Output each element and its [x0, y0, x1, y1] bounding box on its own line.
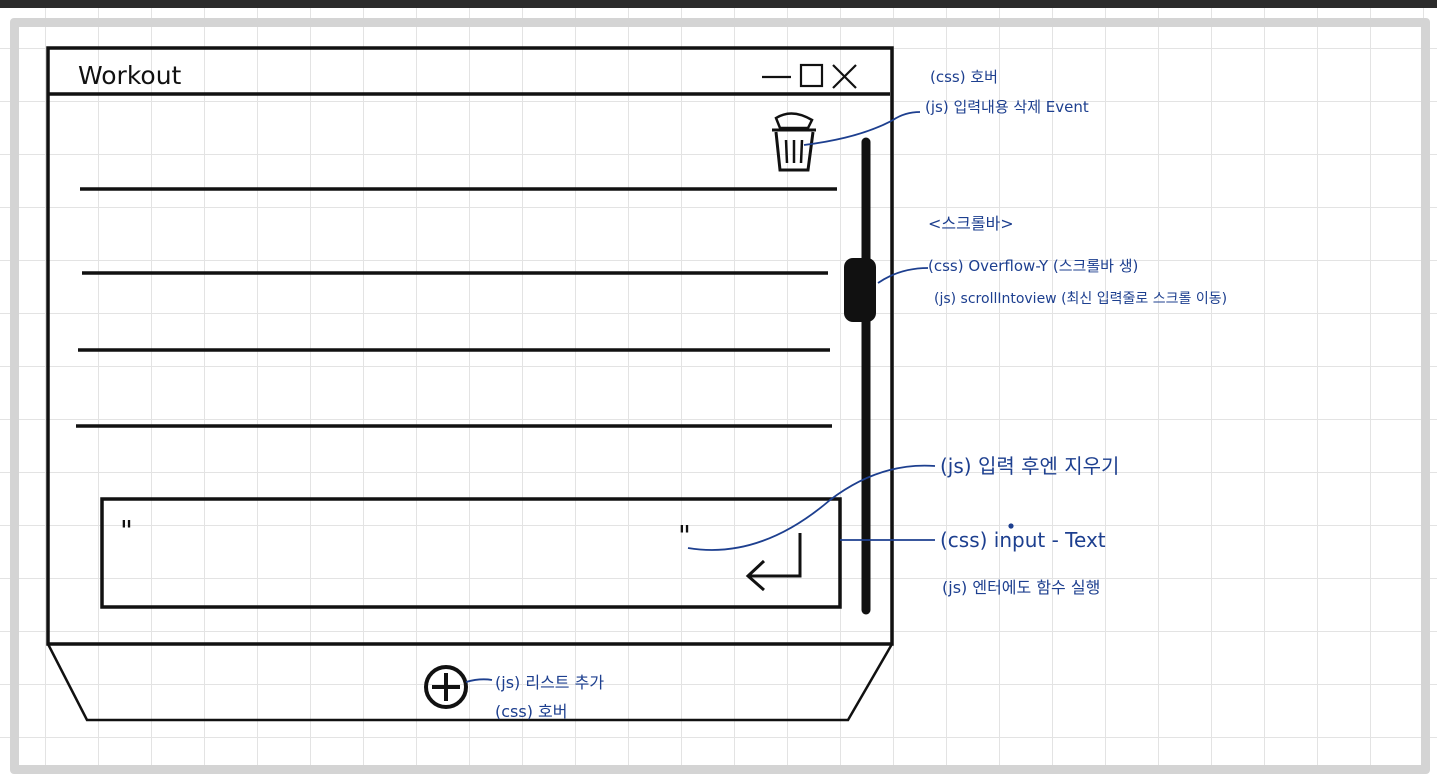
task-list	[76, 187, 837, 428]
plus-circle-icon[interactable]	[424, 665, 468, 709]
annotation-add-list: (js) 리스트 추가	[495, 673, 605, 692]
todo-input[interactable]	[100, 497, 842, 609]
enter-icon[interactable]	[745, 533, 802, 592]
trash-icon[interactable]	[772, 112, 816, 172]
annotation-input-text: (css) input - Text	[940, 528, 1106, 552]
close-icon[interactable]	[832, 64, 857, 89]
window-title: Workout	[78, 61, 182, 90]
maximize-icon[interactable]	[799, 63, 824, 88]
sketch-canvas	[0, 8, 1437, 774]
annotation-trash-hover: (css) 호버	[930, 68, 998, 86]
annotation-input-clear: (js) 입력 후엔 지우기	[940, 454, 1120, 478]
bottom-panel	[46, 643, 894, 722]
annotation-input-enter: (js) 엔터에도 함수 실행	[942, 578, 1101, 597]
annotation-dot	[1008, 523, 1014, 529]
annotation-trash-delete: (js) 입력내용 삭제 Event	[925, 98, 1089, 116]
input-close-quote: "	[678, 519, 691, 552]
annotation-scrollbar-overflow: (css) Overflow-Y (스크롤바 생)	[928, 257, 1139, 275]
scrollbar-thumb[interactable]	[844, 258, 876, 322]
annotation-add-hover: (css) 호버	[495, 702, 568, 721]
annotation-scrollbar-title: <스크롤바>	[928, 214, 1014, 233]
annotation-scrollbar-into-view: (js) scrollIntoview (최신 입력줄로 스크롤 이동)	[934, 291, 1228, 307]
app-window	[46, 46, 894, 646]
top-strip	[0, 0, 1437, 8]
canvas-frame	[10, 18, 1430, 774]
annotation-leaders	[465, 111, 936, 683]
input-open-quote: "	[120, 514, 133, 547]
